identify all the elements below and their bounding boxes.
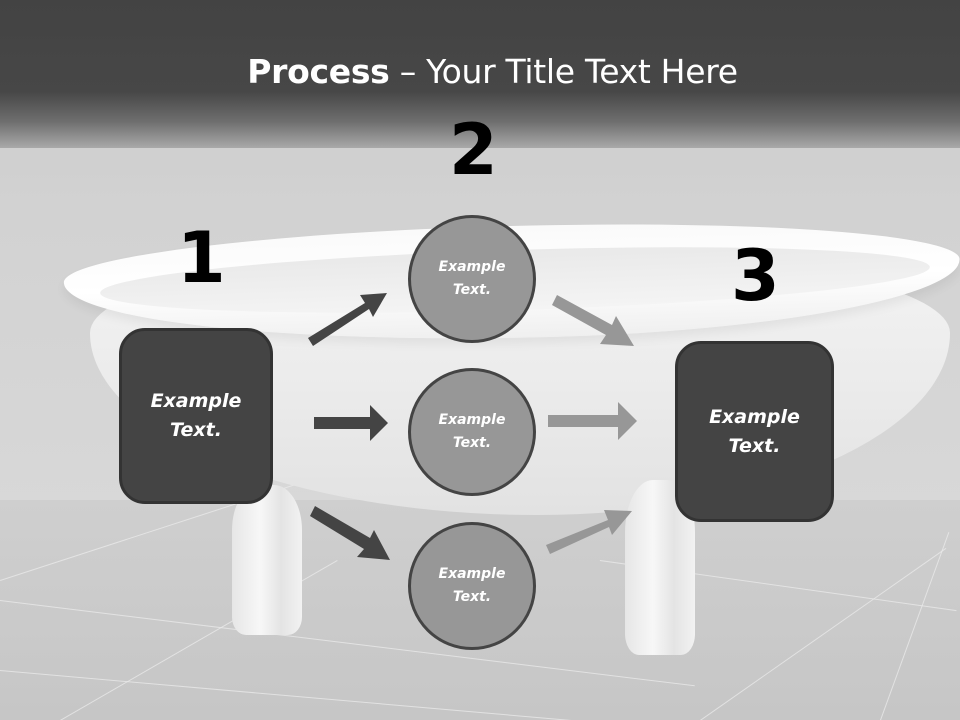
circle-2a-text: Example Text. [438,259,506,298]
arrow-right-dark-icon [314,405,388,441]
title-bar [0,0,960,148]
step-number-1: 1 [177,217,226,299]
step-box-1[interactable]: Example Text. [119,328,273,504]
bathtub-leg [232,485,302,635]
arrow-down-right-light-icon [552,295,634,346]
title-rest: – Your Title Text Here [389,52,738,91]
title-bold: Process [247,52,390,91]
step-box-3[interactable]: Example Text. [675,341,834,522]
circle-step-2c[interactable]: Example Text. [408,522,536,650]
arrow-up-right-dark-icon [308,293,387,346]
circle-step-2b[interactable]: Example Text. [408,368,536,496]
circle-step-2a[interactable]: Example Text. [408,215,536,343]
slide-title: Process – Your Title Text Here [0,52,960,91]
arrow-down-right-dark-icon [310,506,390,560]
circle-2c-text: Example Text. [438,566,506,605]
step-number-2: 2 [449,109,498,191]
step-box-3-text: Example Text. [709,405,800,457]
arrow-right-light-icon [548,402,637,440]
step-number-3: 3 [731,235,780,317]
arrow-up-right-light-icon [546,510,632,554]
step-box-1-text: Example Text. [150,390,242,441]
circle-2b-text: Example Text. [438,412,506,451]
